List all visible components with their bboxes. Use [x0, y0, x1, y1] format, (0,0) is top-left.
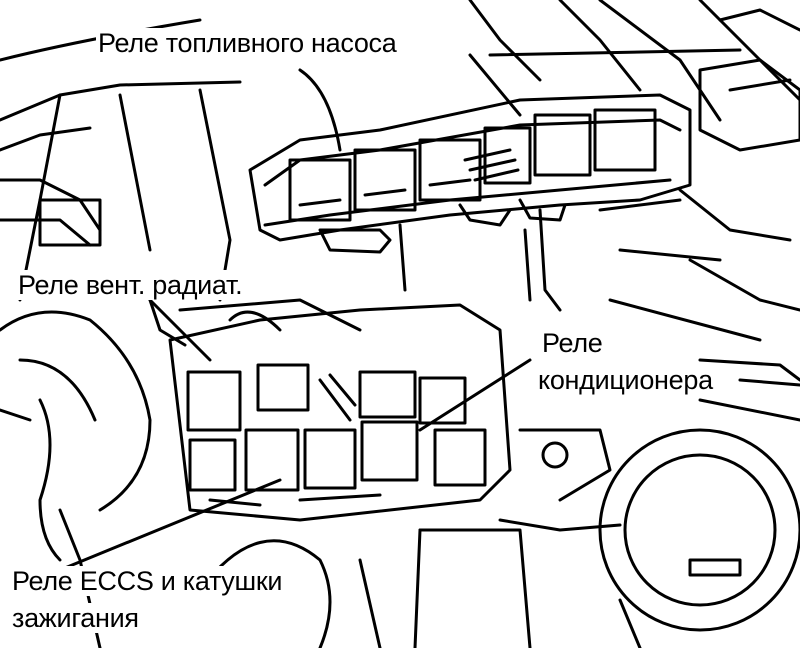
reservoir-cap [518, 428, 800, 648]
ac-relay-label-line2: кондиционера [536, 365, 715, 395]
fuel-pump-relay-label: Реле топливного насоса [96, 28, 399, 58]
ac-relay-label-line1: Реле [540, 328, 605, 358]
eccs-relay-label-line1: Реле ECCS и катушки [10, 566, 285, 596]
engine-bay-outline [0, 0, 800, 562]
radiator-fan-relay-label: Реле вент. радиат. [16, 270, 245, 300]
relay-box [148, 298, 512, 522]
leader-lines [58, 48, 742, 572]
eccs-relay-label-line2: зажигания [10, 603, 141, 633]
fuel-pump-relay-block [248, 93, 692, 312]
